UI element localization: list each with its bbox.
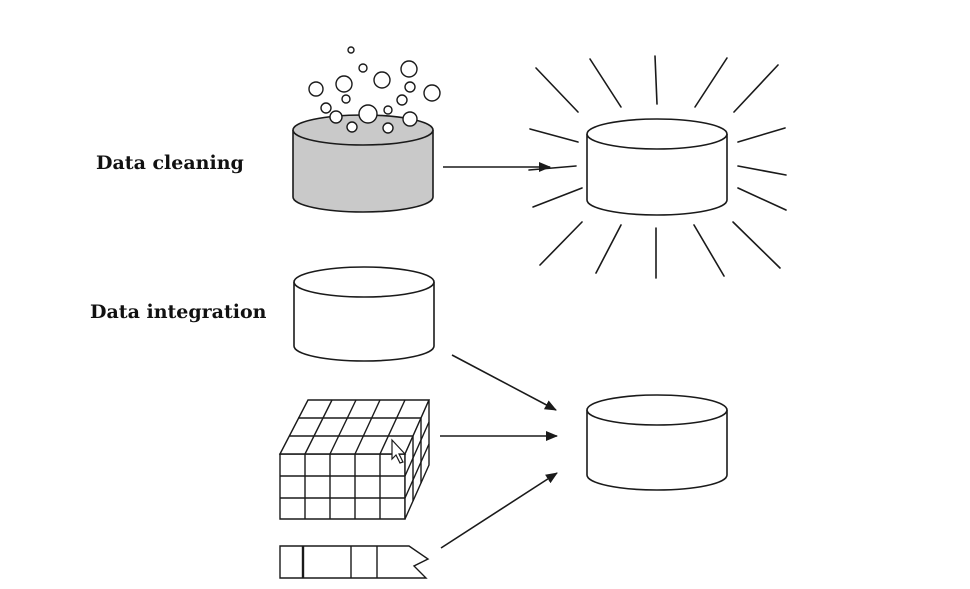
mouse-cursor-icon <box>391 438 407 464</box>
integrated-database-cylinder <box>586 394 728 491</box>
integration-arrow-database <box>451 354 557 411</box>
clean-database-cylinder <box>586 118 728 216</box>
data-cleaning-label: Data cleaning <box>96 152 244 174</box>
flat-file-icon <box>279 545 430 579</box>
source-database-cylinder <box>293 266 435 362</box>
dirt-bubbles <box>308 46 441 134</box>
data-cube-icon <box>278 399 431 520</box>
data-integration-label: Data integration <box>90 301 267 323</box>
integration-arrow-file <box>440 472 558 549</box>
shine-rays <box>528 55 787 279</box>
dirty-database-cylinder <box>292 114 434 213</box>
